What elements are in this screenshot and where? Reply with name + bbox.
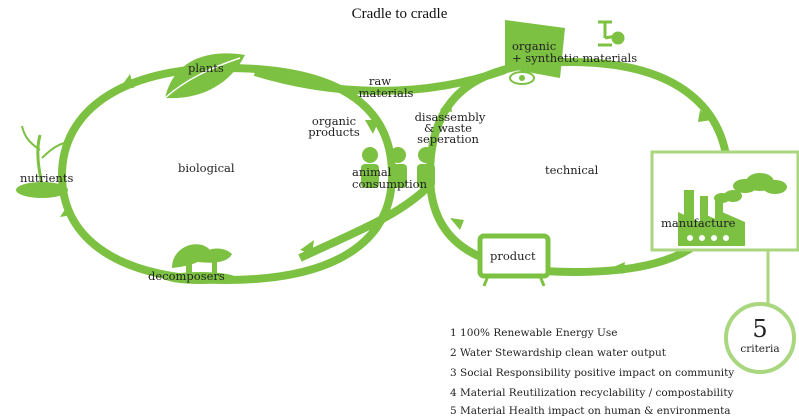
robot-arm-icon <box>598 20 625 47</box>
criteria-item-4: 4 Material Reutilization recyclability /… <box>450 387 734 399</box>
arrow-icon <box>698 110 712 122</box>
people-icon <box>361 147 435 188</box>
mushroom-icon <box>164 244 236 284</box>
arrow-icon <box>300 240 314 254</box>
organic-synthetic-label-1: organic <box>512 39 556 53</box>
nutrients-label: nutrients <box>20 171 73 185</box>
decomposers-label: decomposers <box>148 269 225 283</box>
criteria-badge <box>724 302 796 374</box>
product-label: product <box>490 249 536 263</box>
criteria-item-1: 1 100% Renewable Energy Use <box>450 327 617 339</box>
cloud-icon <box>714 173 787 203</box>
sprout-icon <box>16 125 68 198</box>
biological-loop <box>57 63 397 285</box>
criteria-item-5: 5 Material Health impact on human & envi… <box>450 405 731 417</box>
flow-arrows <box>60 74 712 274</box>
arrow-icon <box>450 218 464 230</box>
biological-label: biological <box>178 161 235 175</box>
animal-consumption-label-1: animal <box>352 165 392 179</box>
arrow-icon <box>365 120 379 134</box>
disassembly-label-3: seperation <box>417 132 479 146</box>
raw-materials-label-2: materials <box>359 86 414 100</box>
organic-products-label-2: products <box>308 125 360 139</box>
disassembly-label-1: disassembly <box>415 110 486 124</box>
arrow-icon <box>611 262 625 274</box>
raw-materials-link <box>253 66 507 95</box>
criteria-item-2: 2 Water Stewardship clean water output <box>450 347 667 359</box>
organic-products-label-1: organic <box>312 114 356 128</box>
arrow-icon <box>440 98 452 112</box>
plants-label: plants <box>188 61 224 75</box>
criteria-badge-label: criteria <box>740 343 779 355</box>
consumption-link <box>298 182 433 262</box>
factory-icon <box>678 190 745 246</box>
criteria-item-3: 3 Social Responsibility positive impact … <box>450 367 734 379</box>
leaf-icon <box>164 53 245 99</box>
animal-consumption-label-2: consumption <box>352 177 428 191</box>
criteria-number: 5 <box>752 315 767 343</box>
arrow-icon <box>120 74 134 88</box>
raw-materials-label-1: raw <box>369 74 391 88</box>
organic-synthetic-label-2: + synthetic materials <box>512 51 637 65</box>
arrow-icon <box>60 205 72 217</box>
manufacture-label: manufacture <box>661 216 736 230</box>
tv-icon <box>477 233 551 287</box>
diagram-title: Cradle to cradle <box>351 6 448 22</box>
technical-label: technical <box>545 163 599 177</box>
flag-icon <box>505 20 565 85</box>
disassembly-label-2: & waste <box>424 121 472 135</box>
